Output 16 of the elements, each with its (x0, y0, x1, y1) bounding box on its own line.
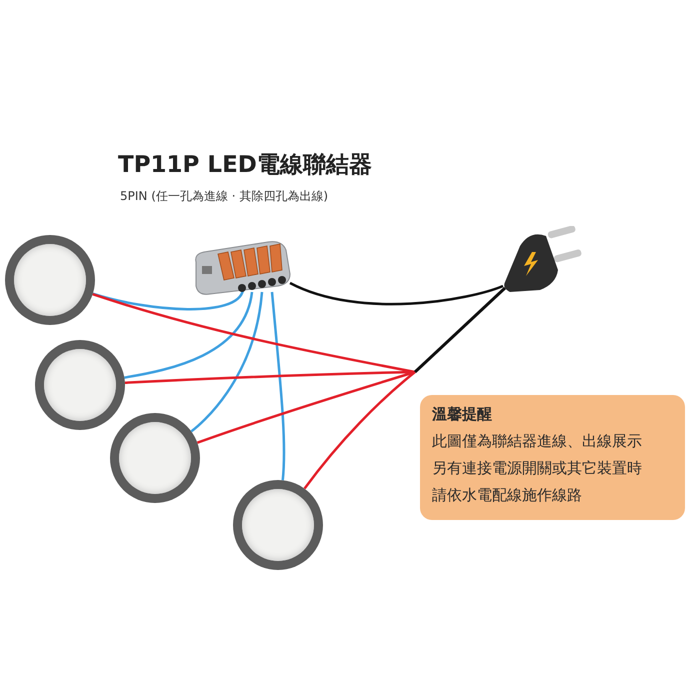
wire (304, 371, 416, 490)
wire (124, 292, 254, 379)
wire (270, 292, 286, 480)
wire (196, 370, 416, 444)
note-heading: 溫馨提醒 (432, 404, 493, 425)
note-text: 另有連接電源開關或其它裝置時 (432, 458, 643, 479)
note-text: 此圖僅為聯結器進線、出線展示 (432, 431, 643, 452)
wire (414, 286, 506, 374)
wire (290, 282, 504, 306)
note-text: 請依水電配線施作線路 (432, 485, 583, 506)
title: TP11P LED電線聯結器 (118, 151, 372, 180)
subtitle: 5PIN (任一孔為進線 · 其除四孔為出線) (120, 188, 328, 205)
note-box (420, 395, 685, 520)
wire (92, 289, 244, 310)
wire (92, 293, 416, 374)
wire (190, 292, 264, 432)
